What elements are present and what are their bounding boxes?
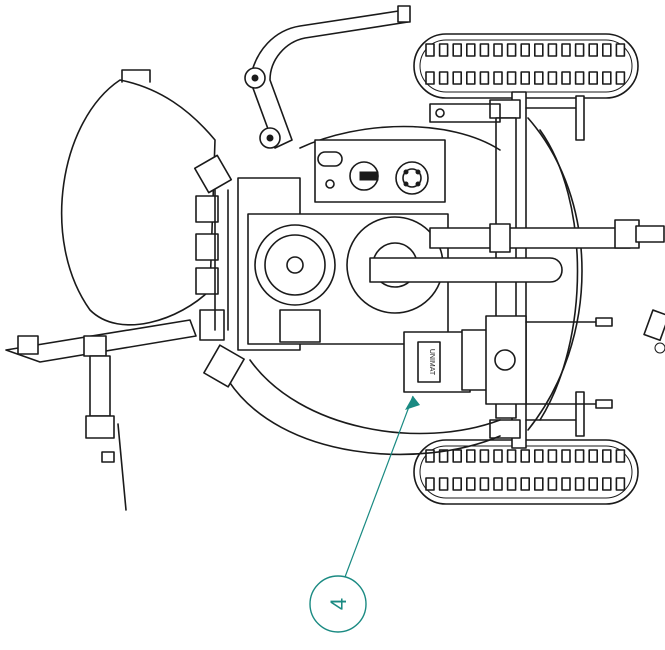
valve-manifold [193, 154, 245, 388]
tread-block [561, 477, 571, 491]
callout-arrowhead [405, 396, 420, 410]
tread-block [588, 71, 599, 85]
tread-block [601, 43, 612, 57]
tread-block [479, 477, 490, 491]
tread-block [615, 71, 626, 85]
tread-block [520, 43, 531, 57]
tread-block [479, 43, 490, 57]
tread-block [588, 449, 599, 463]
engine-block [237, 139, 449, 351]
tread-block [506, 449, 517, 463]
top-wheel [413, 33, 639, 99]
tread-block [615, 477, 626, 491]
tread-block [574, 71, 585, 85]
tread-block [425, 71, 435, 85]
tread-block [465, 449, 476, 463]
tread-block [452, 43, 463, 57]
tread-block [533, 71, 544, 85]
tread-block [547, 449, 558, 463]
tread-block [533, 43, 544, 57]
callout-4: 4 [309, 395, 420, 633]
tread-block [425, 477, 435, 491]
tread-block [561, 43, 571, 57]
control-box: UNIMAT [403, 315, 613, 409]
tread-block [520, 71, 531, 85]
tread-block [465, 43, 476, 57]
tread-block [601, 71, 612, 85]
bottom-wheel [413, 439, 639, 505]
tread-block [520, 449, 531, 463]
tread-block [547, 43, 558, 57]
tread-block [574, 477, 585, 491]
tread-block [506, 43, 517, 57]
tread-block [574, 43, 585, 57]
tread-block [561, 71, 571, 85]
tread-block [465, 71, 476, 85]
tread-block [493, 43, 503, 57]
tread-block [452, 449, 463, 463]
callout-balloon [309, 575, 367, 633]
tread-block [506, 477, 517, 491]
tread-block [438, 449, 449, 463]
callout-leader-line [344, 395, 414, 578]
tread-block [493, 449, 503, 463]
tread-block [533, 477, 544, 491]
tread-block [601, 477, 612, 491]
tread-block [615, 449, 626, 463]
tread-block [520, 477, 531, 491]
tread-block [479, 71, 490, 85]
hopper-funnel [60, 69, 216, 326]
deck-housing [227, 117, 583, 456]
tread-block [615, 43, 626, 57]
tread-block [425, 449, 435, 463]
tread-block [452, 477, 463, 491]
tread-block [547, 477, 558, 491]
edge-component [643, 309, 665, 354]
tread-block [438, 477, 449, 491]
drive-shaft [369, 219, 665, 283]
tread-block [425, 43, 435, 57]
tread-block [493, 477, 503, 491]
tread-block [601, 449, 612, 463]
tread-block [465, 477, 476, 491]
tread-block [506, 71, 517, 85]
upper-handle [244, 5, 411, 149]
tread-block [479, 449, 490, 463]
control-box-plate-label: UNIMAT [428, 349, 435, 376]
tread-block [438, 43, 449, 57]
tread-block [438, 71, 449, 85]
tread-block [574, 449, 585, 463]
tread-block [588, 477, 599, 491]
tread-block [588, 43, 599, 57]
callout-number: 4 [326, 598, 351, 610]
spray-arm [5, 319, 197, 511]
tread-block [533, 449, 544, 463]
tread-block [452, 71, 463, 85]
tread-block [493, 71, 503, 85]
tread-block [547, 71, 558, 85]
tread-block [561, 449, 571, 463]
